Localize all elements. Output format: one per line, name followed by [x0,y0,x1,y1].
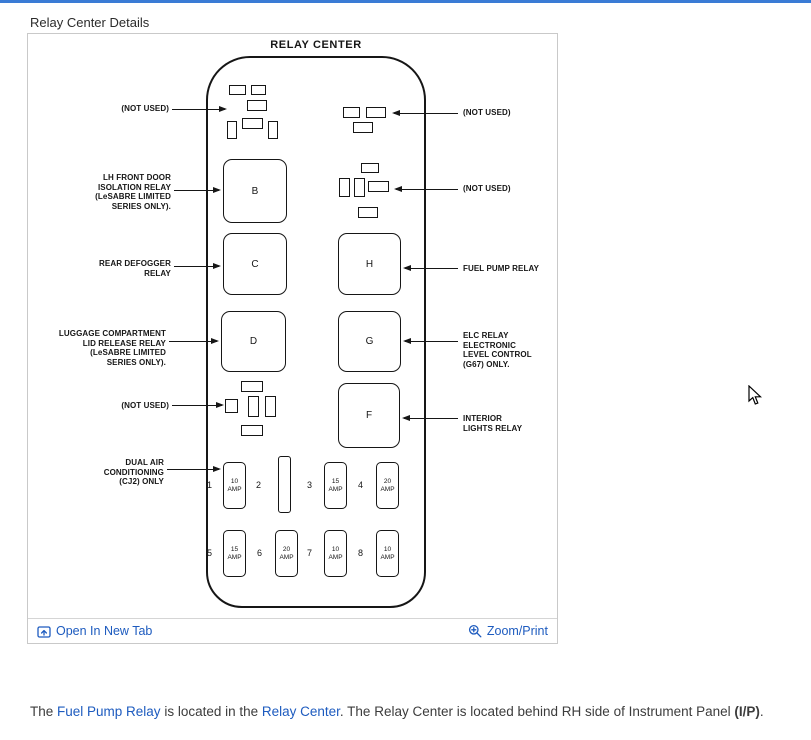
fuse-unit: AMP [380,485,395,493]
relay-center-outline [206,56,426,608]
fuse-unit: AMP [279,553,294,561]
body-text-segment: The [30,704,58,719]
relay-center-diagram: RELAY CENTER B C H D G F (NOT USED) [28,34,557,618]
callout-lh-front-door: LH FRONT DOOR ISOLATION RELAY (LeSABRE L… [95,173,171,211]
callout-arrow [402,414,458,421]
fuse-3: 15 AMP [324,462,347,509]
callout-arrow [394,185,458,192]
connector-rect [358,207,378,218]
open-in-new-tab-link[interactable]: Open In New Tab [37,624,152,638]
connector-rect [354,178,365,197]
callout-arrow [392,109,458,116]
connector-rect [366,107,386,118]
fuse-number: 6 [256,548,262,558]
fuse-unit: AMP [227,485,242,493]
open-in-new-tab-label: Open In New Tab [56,624,153,638]
fuse-6: 20 AMP [275,530,298,577]
callout-rear-defogger: REAR DEFOGGER RELAY [99,259,171,278]
fuse-7: 10 AMP [324,530,347,577]
callout-luggage: LUGGAGE COMPARTMENT LID RELEASE RELAY (L… [58,329,166,367]
relay-b: B [223,159,287,223]
fuse-unit: AMP [328,485,343,493]
fuse-unit: AMP [380,553,395,561]
open-in-new-icon [37,624,51,638]
fuse-unit: AMP [227,553,242,561]
fuse-rating: 10 [383,546,392,553]
fuse-5: 15 AMP [223,530,246,577]
callout-arrow [403,337,458,344]
connector-rect [241,381,263,392]
callout-not-used-mid-right: (NOT USED) [463,184,511,193]
fuse-number: 2 [255,480,261,490]
connector-rect [227,121,237,139]
callout-not-used-top-left: (NOT USED) [121,104,169,113]
relay-d: D [221,311,286,372]
fuse-number: 5 [206,548,212,558]
body-text-segment: . The Relay Center is located behind RH … [339,704,735,719]
connector-rect [339,178,350,197]
zoom-icon [468,624,482,638]
diagram-title: RELAY CENTER [270,39,362,51]
fuse-number: 8 [357,548,363,558]
connector-rect [265,396,276,417]
panel-footer: Open In New Tab Zoom/Print [28,618,557,643]
page-title: Relay Center Details [30,15,150,30]
callout-not-used-bottom-left: (NOT USED) [121,401,169,410]
fuse-rating: 20 [282,546,291,553]
top-accent-bar [0,0,811,3]
connector-rect [242,118,263,129]
relay-h: H [338,233,401,295]
fuse-2 [278,456,291,513]
callout-interior-lights: INTERIOR LIGHTS RELAY [463,414,523,433]
fuse-unit: AMP [328,553,343,561]
connector-rect [361,163,379,173]
zoom-print-link[interactable]: Zoom/Print [468,624,548,638]
connector-rect [247,100,267,111]
connector-rect [353,122,373,133]
body-text: The Fuel Pump Relay is located in the Re… [30,704,800,719]
relay-c: C [223,233,287,295]
fuse-number: 7 [306,548,312,558]
relay-center-link[interactable]: Relay Center [261,704,340,719]
connector-rect [251,85,266,95]
fuse-8: 10 AMP [376,530,399,577]
connector-rect [241,425,263,436]
callout-arrow [172,105,227,112]
fuse-rating: 20 [383,478,392,485]
fuse-rating: 15 [230,546,239,553]
callout-arrow [174,262,221,269]
callout-arrow [167,465,221,472]
connector-rect [268,121,278,139]
body-text-bold: (I/P) [734,704,760,719]
zoom-print-label: Zoom/Print [486,624,548,638]
callout-not-used-top-right: (NOT USED) [463,108,511,117]
fuse-4: 20 AMP [376,462,399,509]
callout-arrow [169,337,219,344]
connector-rect [343,107,360,118]
fuel-pump-relay-link[interactable]: Fuel Pump Relay [57,704,161,719]
mouse-cursor [748,384,763,411]
fuse-rating: 15 [331,478,340,485]
fuse-rating: 10 [230,478,239,485]
callout-dual-air: DUAL AIR CONDITIONING (CJ2) ONLY [103,458,164,486]
body-text-segment: is located in the [160,704,262,719]
callout-fuel-pump: FUEL PUMP RELAY [463,264,540,273]
relay-center-panel: RELAY CENTER B C H D G F (NOT USED) [27,33,558,644]
fuse-number: 4 [357,480,363,490]
connector-rect [229,85,246,95]
callout-arrow [174,186,221,193]
callout-arrow [172,401,224,408]
connector-rect [368,181,389,192]
relay-g: G [338,311,401,372]
connector-rect [248,396,259,417]
fuse-1: 10 AMP [223,462,246,509]
relay-f: F [338,383,400,448]
fuse-number: 3 [306,480,312,490]
connector-rect [225,399,238,413]
callout-arrow [403,264,458,271]
fuse-rating: 10 [331,546,340,553]
fuse-number: 1 [206,480,212,490]
callout-elc: ELC RELAY ELECTRONIC LEVEL CONTROL (G67)… [463,331,532,369]
body-text-segment: . [759,704,764,719]
